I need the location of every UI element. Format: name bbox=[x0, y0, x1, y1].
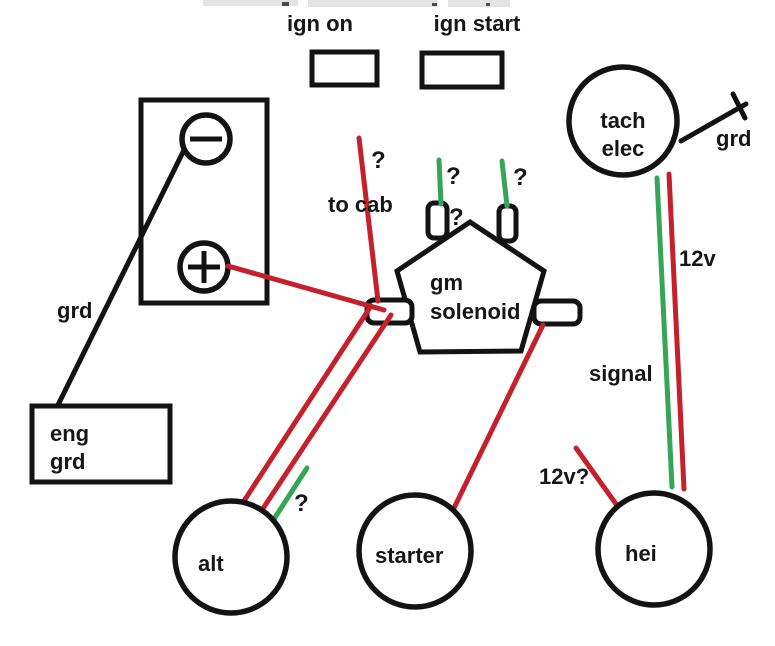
solenoid-to-alt-wire-2 bbox=[257, 312, 394, 516]
solenoid-to-starter-wire bbox=[451, 322, 546, 511]
starter-circle bbox=[356, 492, 474, 610]
alt-question-wire bbox=[271, 465, 310, 522]
solenoid-top-left-wire bbox=[436, 157, 444, 207]
to-cab-question: ? bbox=[371, 147, 386, 174]
eng-grd-label-line2: grd bbox=[50, 449, 85, 474]
hei-circle bbox=[595, 490, 713, 608]
alt-question-label: ? bbox=[294, 490, 309, 517]
green-wires bbox=[271, 157, 675, 522]
ign-on-switch-box bbox=[309, 49, 380, 88]
tach-grd-label: grd bbox=[716, 126, 751, 151]
gm-solenoid: gm solenoid ? bbox=[364, 200, 583, 355]
hei-12v-question-label: 12v? bbox=[539, 464, 589, 489]
ign-on-label: ign on bbox=[287, 11, 353, 36]
tach-ground-x-icon bbox=[730, 91, 748, 121]
tach-ground-wire bbox=[678, 101, 749, 144]
solenoid-pentagon bbox=[394, 218, 547, 355]
battery-to-solenoid-wire bbox=[225, 263, 387, 313]
hei-label: hei bbox=[625, 541, 657, 566]
solenoid-top-left-terminal bbox=[425, 200, 450, 241]
solenoid-top-right-terminal bbox=[496, 203, 519, 244]
eng-grd: eng grd bbox=[29, 403, 173, 485]
solenoid-right-terminal bbox=[531, 298, 583, 327]
starter: starter bbox=[356, 492, 474, 610]
tach-circle bbox=[566, 64, 680, 178]
alt-label: alt bbox=[198, 551, 224, 576]
eng-grd-label-line1: eng bbox=[50, 421, 89, 446]
solenoid-label-line2: solenoid bbox=[430, 299, 520, 324]
starter-label: starter bbox=[375, 543, 444, 568]
tach: tach elec grd bbox=[566, 64, 751, 178]
tach-signal-wire bbox=[654, 175, 675, 490]
battery: grd bbox=[57, 97, 270, 323]
hei: hei bbox=[595, 490, 713, 608]
solenoid-to-alt-wire-1 bbox=[239, 303, 374, 507]
to-cab-wire bbox=[356, 135, 381, 304]
tach-label-line1: tach bbox=[600, 108, 645, 133]
ign-start-switch-box bbox=[419, 50, 505, 90]
red-wires bbox=[225, 135, 687, 516]
eng-grd-box bbox=[29, 403, 173, 485]
solenoid-top-right-wire bbox=[499, 158, 510, 209]
tach-label-line2: elec bbox=[602, 136, 645, 161]
tach-12v-label: 12v bbox=[679, 246, 716, 271]
ign-start-label: ign start bbox=[434, 11, 521, 36]
battery-plus-terminal-icon bbox=[177, 240, 231, 294]
battery-grd-label: grd bbox=[57, 298, 92, 323]
alt-circle bbox=[172, 498, 290, 616]
battery-minus-terminal-icon bbox=[179, 112, 233, 166]
top-crop-artifact bbox=[203, 0, 510, 7]
solenoid-terminal-question: ? bbox=[449, 204, 464, 231]
signal-label: signal bbox=[589, 361, 653, 386]
battery-ground-wire bbox=[54, 147, 187, 410]
top-left-question: ? bbox=[446, 163, 461, 190]
hei-12v-wire bbox=[573, 445, 624, 514]
to-cab-label: to cab bbox=[328, 192, 393, 217]
alt: alt bbox=[172, 498, 290, 616]
solenoid-label-line1: gm bbox=[430, 270, 463, 295]
tach-12v-wire bbox=[666, 171, 687, 492]
top-right-question: ? bbox=[513, 164, 528, 191]
